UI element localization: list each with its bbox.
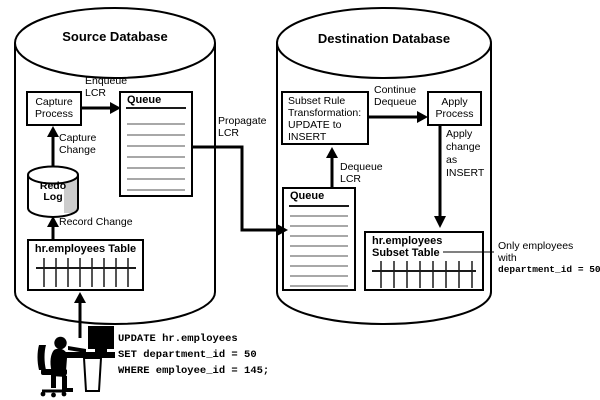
capture-change-arrow bbox=[47, 126, 59, 166]
redo-log-cylinder bbox=[27, 165, 79, 218]
continue-dequeue-arrow bbox=[368, 111, 428, 123]
dequeue-arrow bbox=[326, 147, 338, 187]
destination-queue-lines bbox=[289, 205, 349, 287]
capture-process-box bbox=[26, 91, 82, 126]
source-queue-title: Queue bbox=[127, 94, 162, 106]
apply-change-arrow bbox=[434, 125, 446, 228]
record-change-arrow bbox=[47, 216, 59, 239]
source-db-title: Source Database bbox=[62, 29, 168, 44]
employees-table-title: hr.employees Table bbox=[34, 243, 137, 255]
source-queue-lines bbox=[126, 107, 186, 191]
destination-db-title: Destination Database bbox=[317, 31, 451, 46]
record-change-label: Record Change bbox=[59, 216, 133, 228]
employees-table-box bbox=[27, 239, 144, 291]
apply-process-box bbox=[427, 91, 482, 126]
propagate-arrow bbox=[192, 145, 288, 236]
subset-rule-box bbox=[281, 91, 369, 145]
employees-table-grid-icon bbox=[36, 258, 136, 287]
user-update-arrow bbox=[74, 292, 86, 338]
callout-text: Only employees with department_id = 50 bbox=[498, 240, 600, 275]
destination-queue-title: Queue bbox=[290, 190, 325, 202]
destination-queue-box bbox=[282, 187, 356, 291]
apply-change-label: Apply change as INSERT bbox=[446, 128, 485, 179]
subset-table-box bbox=[364, 231, 484, 291]
person-at-computer-icon bbox=[37, 326, 115, 398]
subset-table-grid-icon bbox=[372, 261, 476, 288]
enqueue-arrow bbox=[81, 102, 121, 114]
